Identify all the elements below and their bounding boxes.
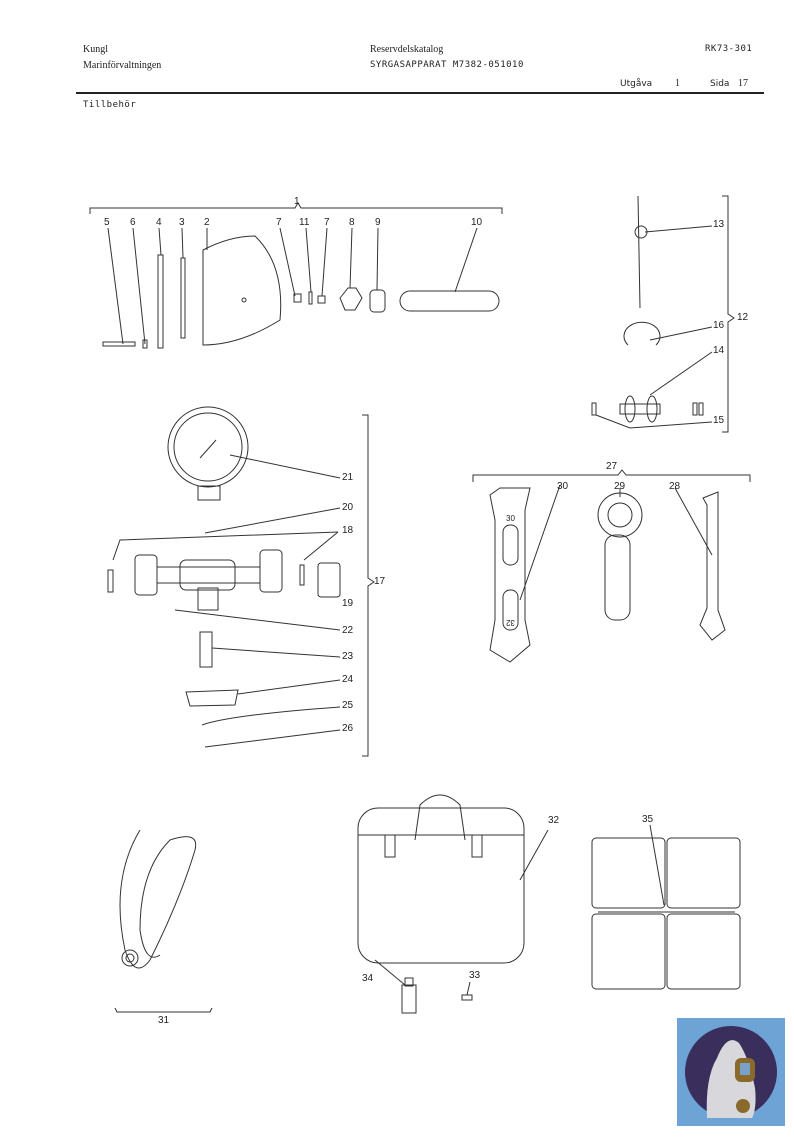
callout-34: 34 [362,973,374,984]
callout-15: 15 [713,415,725,426]
callout-9: 9 [375,217,381,228]
callout-5: 5 [104,217,110,228]
callout-24: 24 [342,674,354,685]
page-label: Sida [710,79,730,89]
doc-type: Reservdelskatalog [370,44,444,55]
callout-7a: 7 [276,217,282,228]
callout-13: 13 [713,219,725,230]
callout-33: 33 [469,970,481,981]
callout-30: 30 [557,481,569,492]
callout-32: 32 [548,815,560,826]
callout-16: 16 [713,320,725,331]
callout-3: 3 [179,217,185,228]
wrench-stamp-32: 32 [506,618,515,627]
edition-value: 1 [675,78,680,89]
callout-1: 1 [294,196,300,207]
callout-10: 10 [471,217,483,228]
callout-35: 35 [642,814,654,825]
callout-22: 22 [342,625,354,636]
callout-27: 27 [606,461,618,472]
watermark-logo [677,1018,785,1126]
callout-14: 14 [713,345,725,356]
page-value: 17 [738,78,748,89]
callout-28: 28 [669,481,681,492]
org-line-2: Marinförvaltningen [83,60,162,71]
section-title: Tillbehör [83,100,137,110]
callout-26: 26 [342,723,354,734]
callout-17: 17 [374,576,386,587]
callout-23: 23 [342,651,354,662]
callout-21: 21 [342,472,354,483]
callout-4: 4 [156,217,162,228]
edition-label: Utgåva [620,79,653,89]
callout-29: 29 [614,481,626,492]
callout-20: 20 [342,502,354,513]
doc-number: RK73-301 [705,44,753,54]
callout-11: 11 [299,217,310,228]
org-line-1: Kungl [83,44,108,55]
callout-7b: 7 [324,217,330,228]
callout-2: 2 [204,217,210,228]
callout-8: 8 [349,217,355,228]
callout-18: 18 [342,525,354,536]
callout-6: 6 [130,217,136,228]
doc-title: SYRGASAPPARAT M7382-051010 [370,60,524,70]
callout-12: 12 [737,312,749,323]
wrench-stamp-30: 30 [506,514,515,523]
callout-19: 19 [342,598,354,609]
header-rule [76,92,764,94]
diver-helmet-icon [685,1026,777,1118]
callout-31: 31 [158,1015,170,1026]
callout-25: 25 [342,700,354,711]
